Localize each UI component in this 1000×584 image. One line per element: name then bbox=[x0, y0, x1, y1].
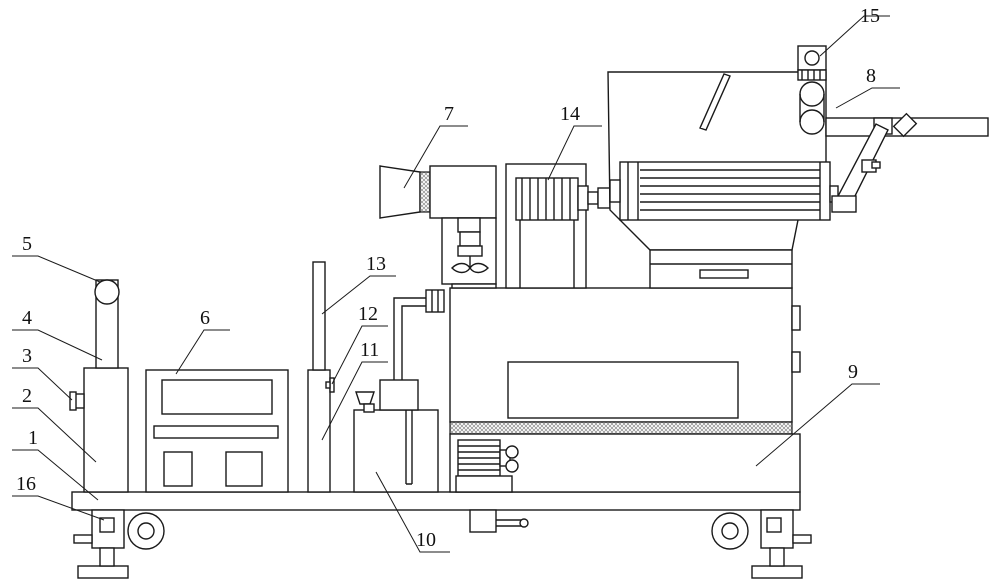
drain-valve bbox=[469, 509, 529, 533]
label-8: 8 bbox=[866, 65, 876, 87]
water-tank bbox=[353, 289, 445, 493]
label-15: 15 bbox=[860, 5, 880, 27]
leader-lines bbox=[12, 15, 900, 553]
control-box bbox=[145, 369, 289, 493]
pole-assembly bbox=[307, 261, 335, 493]
label-1: 1 bbox=[28, 427, 38, 449]
label-6: 6 bbox=[200, 307, 210, 329]
wheel-left bbox=[127, 512, 165, 550]
label-4: 4 bbox=[22, 307, 32, 329]
base-frame bbox=[71, 491, 812, 579]
label-13: 13 bbox=[366, 253, 386, 275]
blower-unit bbox=[379, 165, 497, 289]
handle-column bbox=[69, 279, 129, 493]
label-5: 5 bbox=[22, 233, 32, 255]
label-3: 3 bbox=[22, 345, 32, 367]
lower-motor bbox=[455, 439, 519, 493]
hopper-drum bbox=[607, 71, 839, 289]
label-11: 11 bbox=[360, 339, 379, 361]
label-16: 16 bbox=[16, 473, 36, 495]
lift-arm bbox=[825, 112, 989, 213]
label-14: 14 bbox=[560, 103, 580, 125]
label-2: 2 bbox=[22, 385, 32, 407]
label-10: 10 bbox=[416, 529, 436, 551]
wheel-right bbox=[711, 512, 749, 550]
label-12: 12 bbox=[358, 303, 378, 325]
label-9: 9 bbox=[848, 361, 858, 383]
label-7: 7 bbox=[444, 103, 454, 125]
tensioner bbox=[797, 45, 827, 135]
motor-unit bbox=[505, 163, 611, 289]
